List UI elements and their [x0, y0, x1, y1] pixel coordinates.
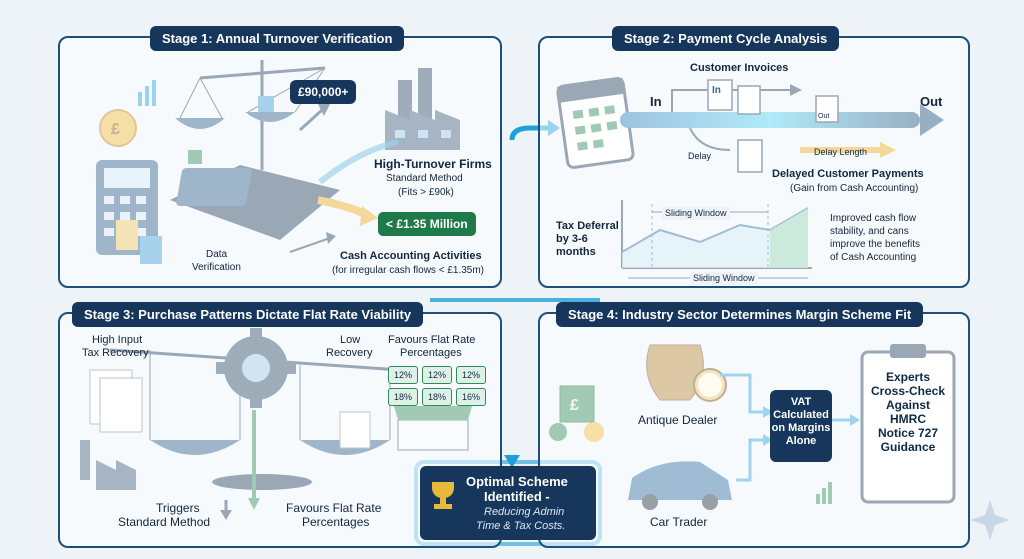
car-trader-label: Car Trader — [650, 515, 708, 529]
pct-r1-c2: 12% — [422, 366, 452, 384]
favours-top-line2: Percentages — [400, 347, 462, 359]
tax-deferral-line1: Tax Deferral — [556, 220, 619, 232]
pipeline-out-label: Out — [920, 94, 943, 109]
triggers-line2: Standard Method — [118, 515, 211, 529]
experts-line4: HMRC — [890, 412, 926, 426]
experts-text: Experts Cross-Check Against HMRC Notice … — [866, 370, 950, 454]
low-recovery-line1: Low — [340, 334, 361, 346]
pct-r2-c1: 18% — [388, 388, 418, 406]
customer-invoices-label: Customer Invoices — [690, 62, 789, 74]
optimal-scheme-box: Optimal Scheme Identified - Reducing Adm… — [420, 466, 596, 540]
delay-label: Delay — [688, 151, 712, 161]
high-turnover-title: High-Turnover Firms — [374, 157, 492, 171]
tax-deferral-line2: by 3-6 — [556, 233, 588, 245]
delay-length-label: Delay Length — [814, 147, 868, 157]
threshold-badge: < £1.35 Million — [378, 212, 476, 236]
high-input-line1: High Input — [92, 334, 143, 346]
high-input-line2: Tax Recovery — [82, 347, 149, 359]
vat-line4: Alone — [785, 435, 817, 447]
doc-out-label: Out — [818, 113, 830, 120]
optimal-sub-line2: Time & Tax Costs. — [476, 520, 566, 532]
favours-bottom-line1: Favours Flat Rate — [286, 501, 382, 515]
optimal-title-line1: Optimal Scheme — [466, 474, 568, 489]
improved-line4: of Cash Accounting — [830, 252, 917, 263]
stage4-panel — [538, 312, 970, 548]
experts-line5: Notice 727 — [877, 426, 939, 440]
data-verification-line2: Verification — [192, 262, 241, 273]
vat-line3: on Margins — [771, 422, 831, 434]
pipeline-in-label: In — [650, 94, 662, 109]
improved-line1: Improved cash flow — [830, 213, 917, 224]
favours-bottom-line2: Percentages — [302, 515, 370, 529]
pct-r1-c1: 12% — [388, 366, 418, 384]
cash-accounting-title: Cash Accounting Activities — [340, 250, 482, 262]
stage4-title: Stage 4: Industry Sector Determines Marg… — [556, 302, 924, 327]
improved-line2: stability, and cans — [830, 226, 909, 237]
vat-box: VAT Calculated on Margins Alone — [770, 390, 832, 462]
delayed-payments-sub: (Gain from Cash Accounting) — [790, 183, 919, 194]
vat-line2: Calculated — [773, 409, 829, 421]
stage1-title: Stage 1: Annual Turnover Verification — [150, 26, 405, 51]
experts-line6: Guidance — [880, 440, 936, 454]
data-verification-line1: Data — [206, 249, 228, 260]
experts-line3: Against — [885, 398, 930, 412]
pct-r1-c3: 12% — [456, 366, 486, 384]
cash-accounting-sub: (for irregular cash flows < £1.35m) — [332, 265, 485, 276]
high-turnover-line1: Standard Method — [386, 173, 463, 184]
sliding-window-bottom: Sliding Window — [690, 272, 758, 285]
delayed-payments-title: Delayed Customer Payments — [772, 168, 924, 180]
doc-in-label: In — [712, 85, 721, 96]
amount-badge: £90,000+ — [290, 80, 357, 104]
experts-line2: Cross-Check — [870, 384, 946, 398]
antique-dealer-label: Antique Dealer — [638, 413, 718, 427]
tax-deferral-line3: months — [556, 246, 596, 258]
triggers-line1: Triggers — [156, 501, 200, 515]
trophy-icon — [430, 482, 456, 512]
stage2-panel — [538, 36, 970, 288]
sliding-window-top: Sliding Window — [662, 207, 730, 220]
sparkle-icon — [970, 500, 1010, 540]
vat-line1: VAT — [790, 396, 812, 408]
improved-line3: improve the benefits — [830, 239, 921, 250]
optimal-title-line2: Identified - — [484, 489, 550, 504]
high-turnover-line2: (Fits > £90k) — [398, 187, 454, 198]
optimal-sub-line1: Reducing Admin — [484, 506, 565, 518]
low-recovery-line2: Recovery — [326, 347, 373, 359]
favours-top-line1: Favours Flat Rate — [388, 334, 476, 346]
stage2-title: Stage 2: Payment Cycle Analysis — [612, 26, 840, 51]
pct-r2-c2: 18% — [422, 388, 452, 406]
pct-r2-c3: 16% — [456, 388, 486, 406]
experts-line1: Experts — [885, 370, 931, 384]
stage3-title: Stage 3: Purchase Patterns Dictate Flat … — [72, 302, 424, 327]
